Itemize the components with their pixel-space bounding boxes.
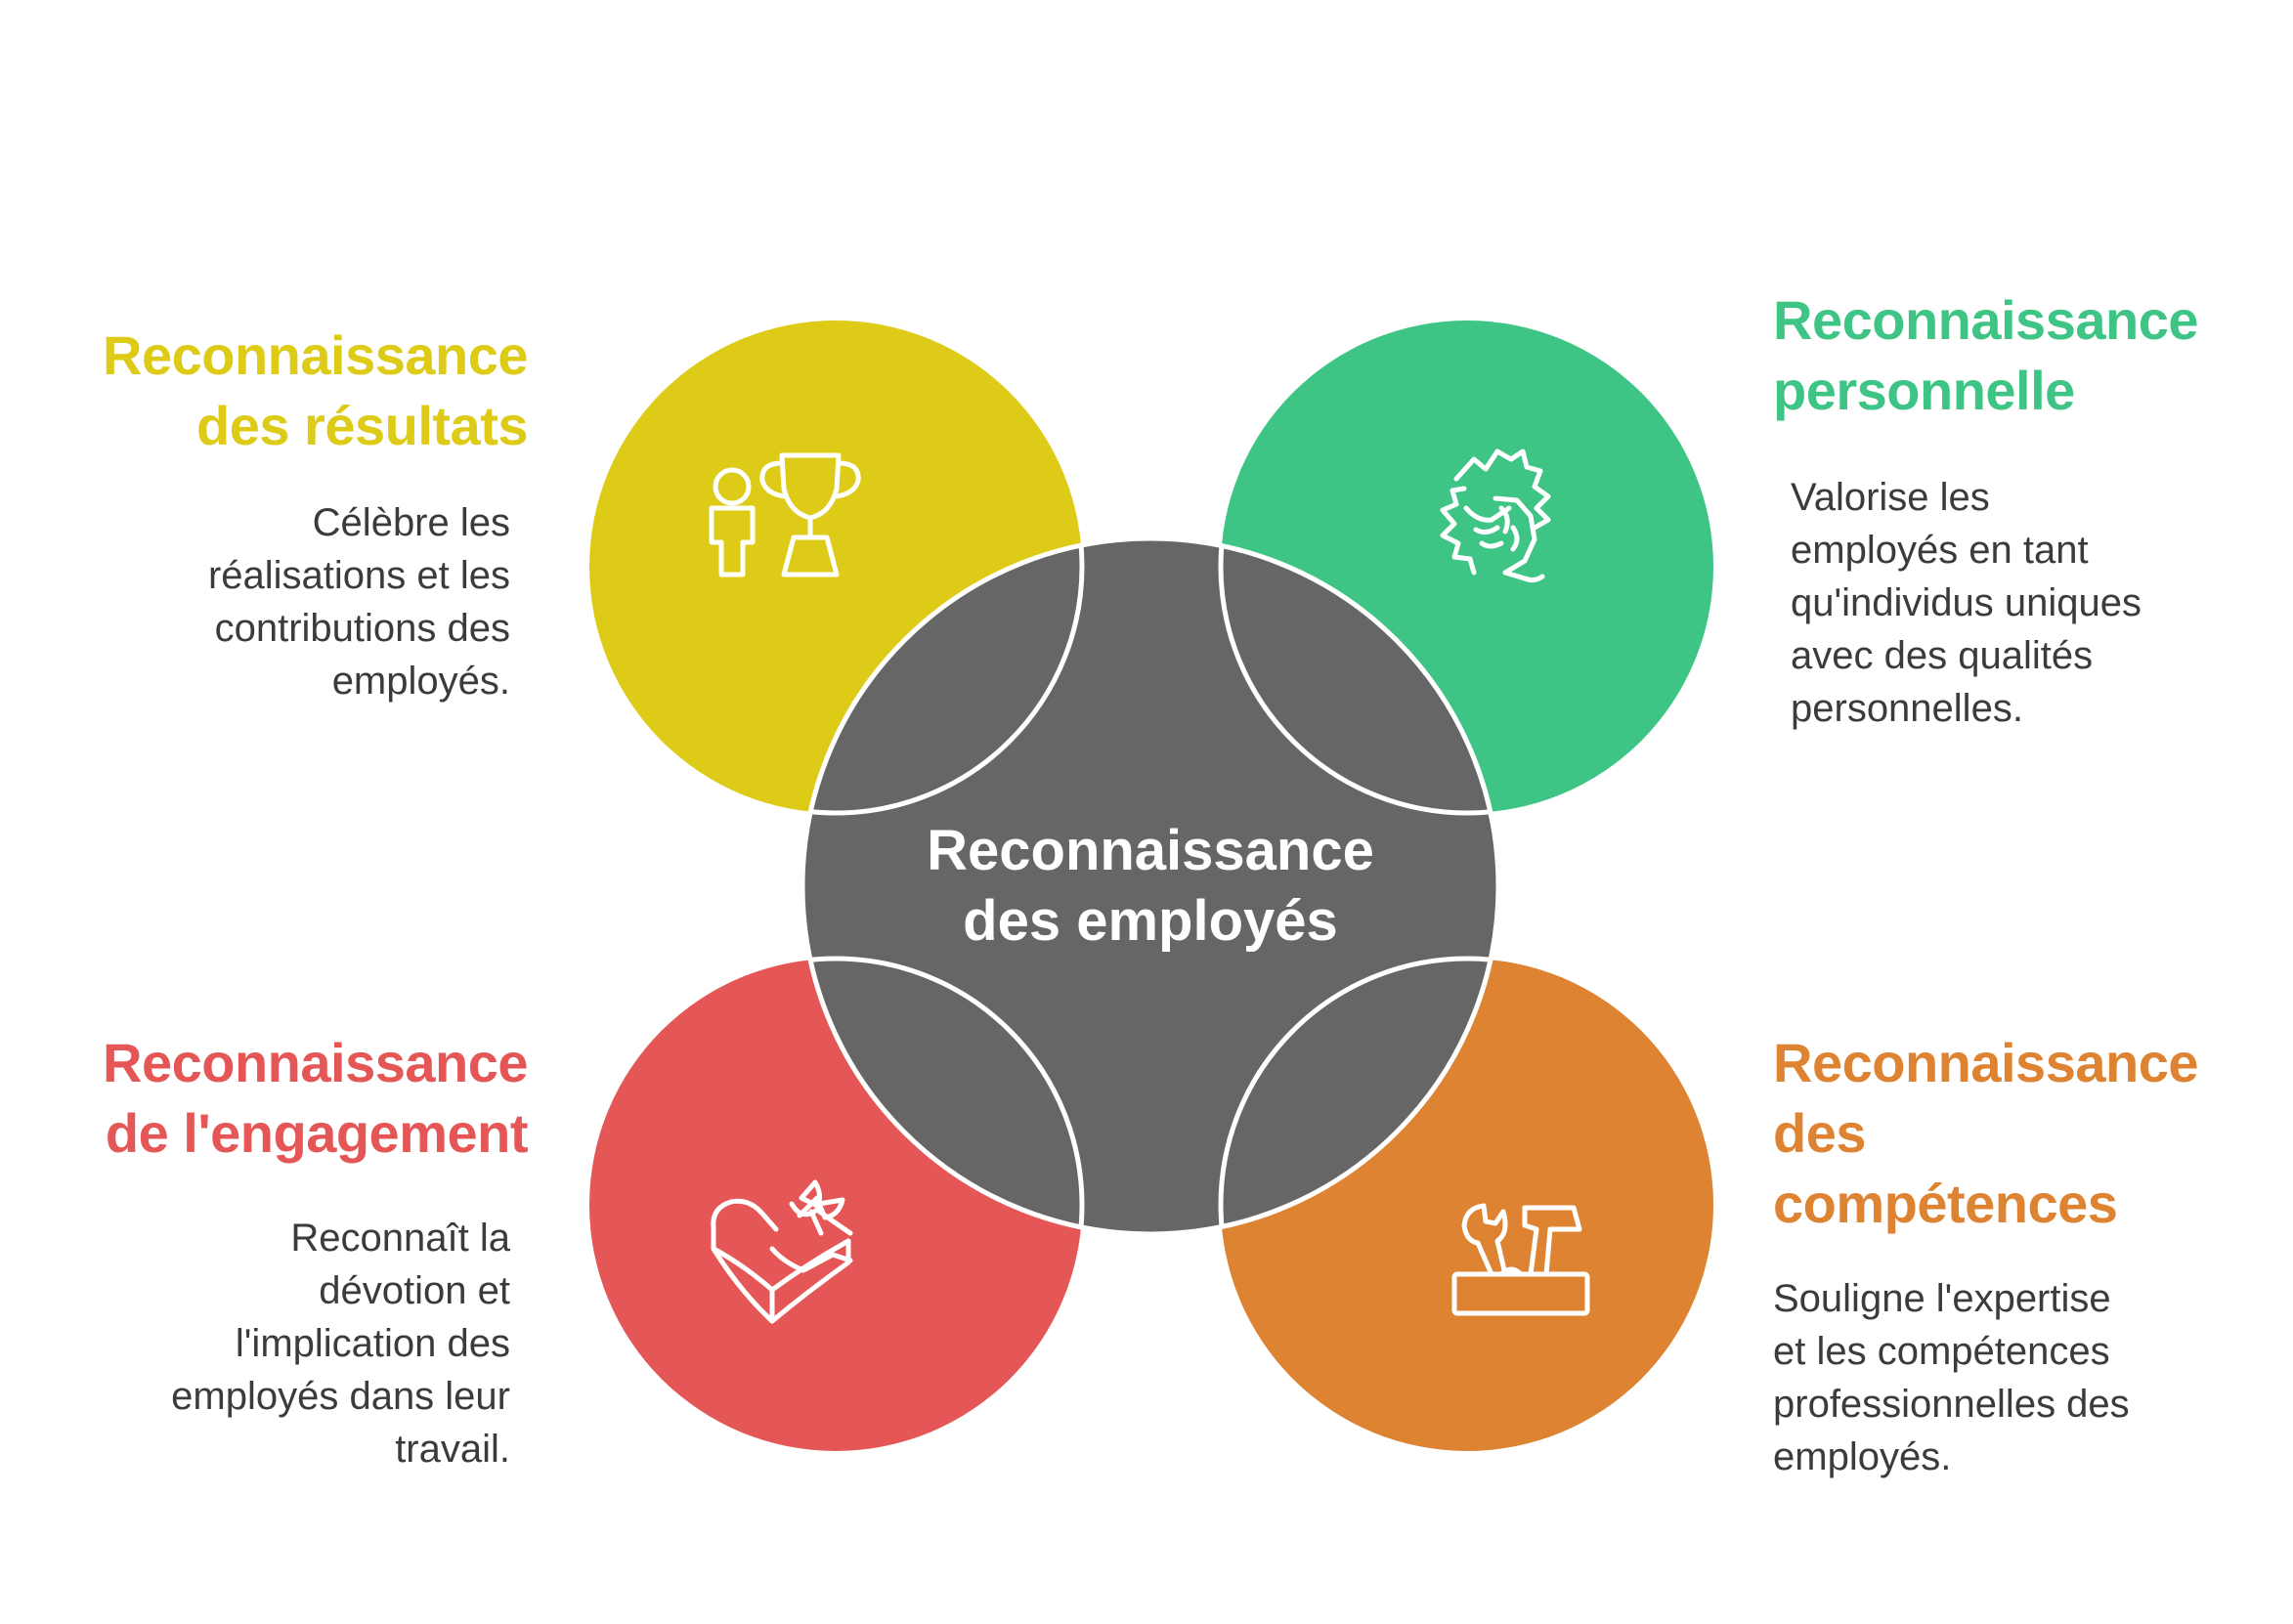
engagement-desc-line: travail. [395, 1428, 510, 1471]
center-title: Reconnaissance des employés [857, 816, 1444, 957]
results-desc-line: employés. [331, 660, 510, 703]
skills-desc-line: professionnelles des [1773, 1383, 2130, 1426]
engagement-desc-line: Reconnaît la [290, 1217, 510, 1260]
personal-desc-line: personnelles. [1791, 687, 2023, 730]
engagement-title-line-2: de l'engagement [105, 1102, 529, 1164]
skills-desc-line: Souligne l'expertise [1773, 1277, 2111, 1320]
skills-description: Souligne l'expertise et les compétences … [1773, 1272, 2130, 1483]
skills-title-line-2: des [1773, 1102, 1866, 1164]
results-circle-outline [800, 536, 1085, 816]
center-title-line-2: des employés [963, 889, 1338, 953]
engagement-desc-line: dévotion et [319, 1269, 510, 1312]
center-circle-outline [800, 535, 1501, 1237]
personal-circle-outline [1218, 536, 1500, 816]
results-desc-line: réalisations et les [207, 554, 510, 597]
skills-title-line-1: Reconnaissance [1773, 1032, 2198, 1093]
skills-title-line-3: compétences [1773, 1173, 2118, 1234]
engagement-desc-line: employés dans leur [171, 1375, 510, 1418]
center-title-line-1: Reconnaissance [927, 819, 1374, 882]
results-desc-line: contributions des [214, 607, 510, 650]
heart-gift-icon [711, 1179, 853, 1324]
engagement-title: Reconnaissance de l'engagement [103, 1028, 528, 1169]
results-title-line-2: des résultats [196, 395, 528, 456]
puzzle-hands-icon [1440, 449, 1551, 583]
toolbox-icon [1451, 1203, 1590, 1316]
engagement-title-line-1: Reconnaissance [103, 1032, 528, 1093]
personal-desc-line: qu'individus uniques [1791, 581, 2142, 624]
results-desc-line: Célèbre les [312, 501, 510, 544]
person-trophy-icon [709, 452, 861, 577]
personal-desc-line: avec des qualités [1791, 634, 2094, 677]
results-title: Reconnaissance des résultats [103, 321, 528, 461]
center-circle [802, 538, 1498, 1234]
engagement-circle-outline [800, 956, 1085, 1236]
personal-description: Valorise les employés en tant qu'individ… [1791, 471, 2142, 735]
skills-circle-outline [1218, 956, 1500, 1236]
personal-title-line-1: Reconnaissance [1773, 289, 2198, 351]
personal-desc-line: Valorise les [1791, 476, 1990, 519]
skills-desc-line: et les compétences [1773, 1330, 2110, 1373]
personal-title-line-2: personnelle [1773, 360, 2075, 421]
personal-title: Reconnaissance personnelle [1773, 285, 2198, 426]
engagement-desc-line: l'implication des [235, 1322, 510, 1365]
results-title-line-1: Reconnaissance [103, 324, 528, 386]
personal-desc-line: employés en tant [1791, 529, 2089, 572]
engagement-description: Reconnaît la dévotion et l'implication d… [171, 1212, 510, 1475]
skills-title: Reconnaissance des compétences [1773, 1028, 2198, 1239]
results-description: Célèbre les réalisations et les contribu… [208, 496, 510, 707]
skills-desc-line: employés. [1773, 1435, 1952, 1478]
